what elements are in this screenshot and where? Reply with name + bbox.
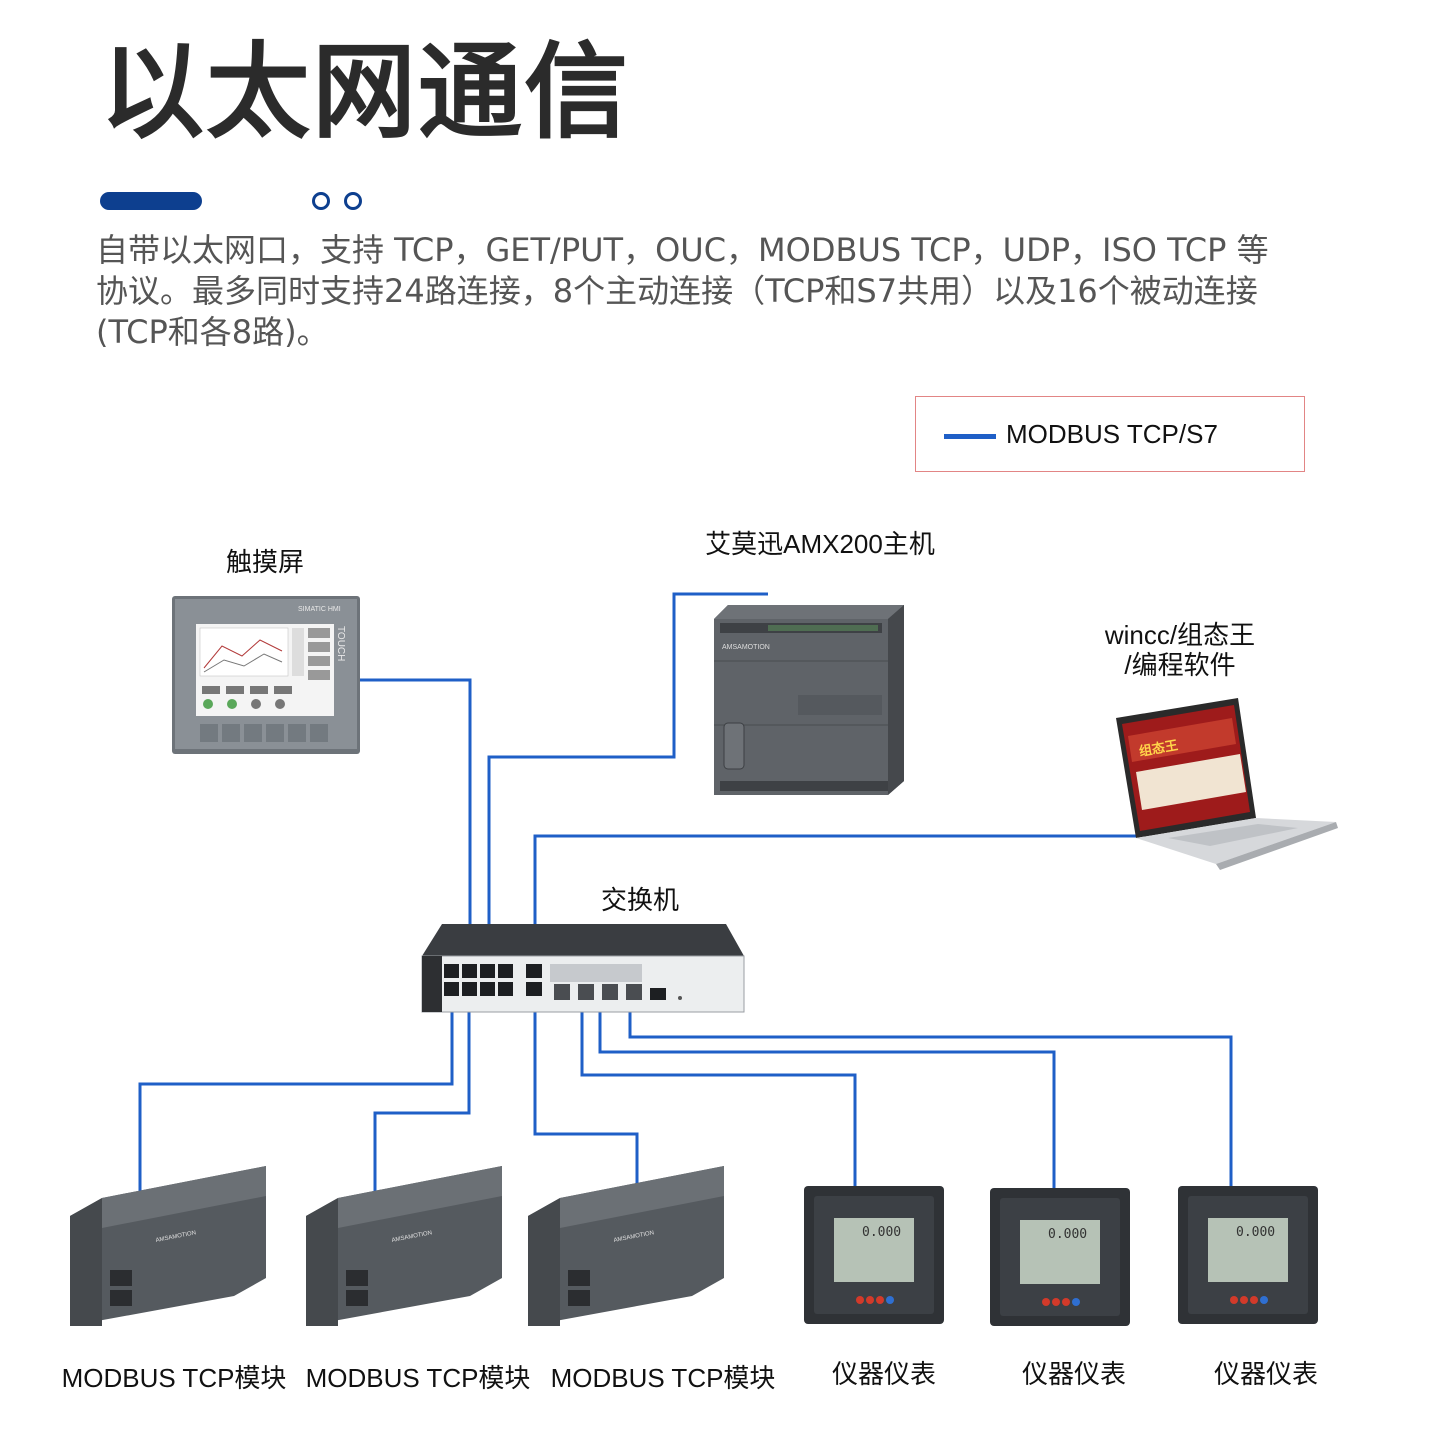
wire-meter3 [628,1004,1233,1186]
touchscreen-device-icon: SIMATIC HMI TOUCH [172,596,360,754]
description: 自带以太网口，支持 TCP，GET/PUT，OUC，MODBUS TCP，UDP… [96,231,1269,351]
wire-touchscreen [360,678,472,962]
meter-device-icon: 0.000 [804,1186,944,1324]
meter-device-icon: 0.000 [1178,1186,1318,1324]
host-label: 艾莫迅AMX200主机 [705,529,935,559]
modbus-module-icon: AMSAMOTION [528,1166,724,1326]
decoration-bar [100,192,202,210]
switch-label: 交换机 [600,885,680,915]
meter-digits: 0.000 [1048,1227,1087,1242]
wire-module2 [373,1004,471,1196]
meter-device-icon: 0.000 [990,1188,1130,1326]
modbus-module-icon: AMSAMOTION [70,1166,266,1326]
plc-host-device-icon: AMSAMOTION [714,605,904,795]
software-label-line2: /编程软件 [1124,650,1236,680]
decoration-dot [312,192,330,210]
hmi-brand-text: SIMATIC HMI [298,606,341,613]
wire-meter2 [598,1004,1056,1188]
network-switch-device-icon [421,924,745,1013]
wire-module3 [533,1004,639,1196]
module1-label: MODBUS TCP模块 [61,1363,287,1393]
legend-line-swatch [944,434,996,439]
plc-host-brand-text: AMSAMOTION [722,644,770,651]
software-label-line1: wincc/组态王 [1104,620,1256,650]
wire-module1 [138,1004,454,1196]
meter1-label: 仪器仪表 [831,1359,937,1389]
modbus-module-icon: AMSAMOTION [306,1166,502,1326]
wire-software [533,834,1138,962]
module2-label: MODBUS TCP模块 [305,1363,531,1393]
wire-host [487,592,768,962]
title-decoration [100,190,362,212]
software-label: wincc/组态王 /编程软件 [1105,620,1255,680]
laptop-device-icon: 组态王 [1116,698,1338,870]
software-brand-text: 组态王 [1138,737,1179,760]
meter3-label: 仪器仪表 [1213,1359,1319,1389]
meter-digits: 0.000 [1236,1225,1275,1240]
touchscreen-label: 触摸屏 [225,547,305,577]
legend-label: MODBUS TCP/S7 [1006,419,1218,449]
meter-digits: 0.000 [862,1225,901,1240]
wire-meter1 [580,1004,857,1186]
module3-label: MODBUS TCP模块 [550,1363,776,1393]
page-title: 以太网通信 [100,31,631,153]
hmi-touch-text: TOUCH [335,626,346,661]
meter2-label: 仪器仪表 [1021,1359,1127,1389]
decoration-dot [344,192,362,210]
legend: MODBUS TCP/S7 [915,396,1305,472]
